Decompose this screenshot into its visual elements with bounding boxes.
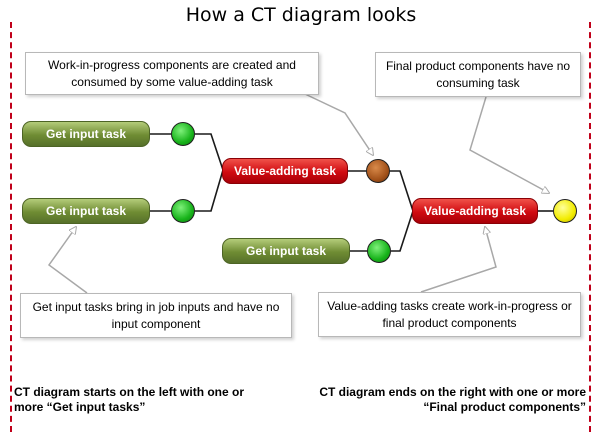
pointer-arrow xyxy=(304,93,373,155)
get-input-task-2[interactable]: Get input task xyxy=(22,198,150,224)
left-boundary-line xyxy=(10,22,12,432)
input-component-node[interactable] xyxy=(171,122,195,146)
input-component-node[interactable] xyxy=(367,239,391,263)
flow-line xyxy=(195,133,224,171)
diagram-title: How a CT diagram looks xyxy=(185,4,417,26)
flow-line xyxy=(390,170,414,212)
value-adding-task-2[interactable]: Value-adding task xyxy=(412,198,538,224)
final-product-callout: Final product components have no consumi… xyxy=(375,52,581,97)
input-component-node[interactable] xyxy=(171,199,195,223)
wip-component-node[interactable] xyxy=(366,159,390,183)
right-boundary-line xyxy=(589,22,591,432)
get-input-task-1[interactable]: Get input task xyxy=(22,121,150,147)
value-adding-callout: Value-adding tasks create work-in-progre… xyxy=(318,292,581,337)
left-boundary-note: CT diagram starts on the left with one o… xyxy=(14,385,245,414)
get-input-task-3[interactable]: Get input task xyxy=(222,238,350,264)
wip-callout: Work-in-progress components are created … xyxy=(25,52,319,95)
value-adding-task-1[interactable]: Value-adding task xyxy=(222,158,348,184)
final-product-component-node[interactable] xyxy=(553,199,577,223)
right-boundary-note: CT diagram ends on the right with one or… xyxy=(319,385,586,414)
get-input-callout: Get input tasks bring in job inputs and … xyxy=(20,293,292,338)
pointer-arrow xyxy=(47,227,88,294)
pointer-arrow xyxy=(469,96,549,193)
flow-line xyxy=(391,210,414,252)
flow-line xyxy=(195,169,224,212)
pointer-arrow xyxy=(420,227,497,293)
